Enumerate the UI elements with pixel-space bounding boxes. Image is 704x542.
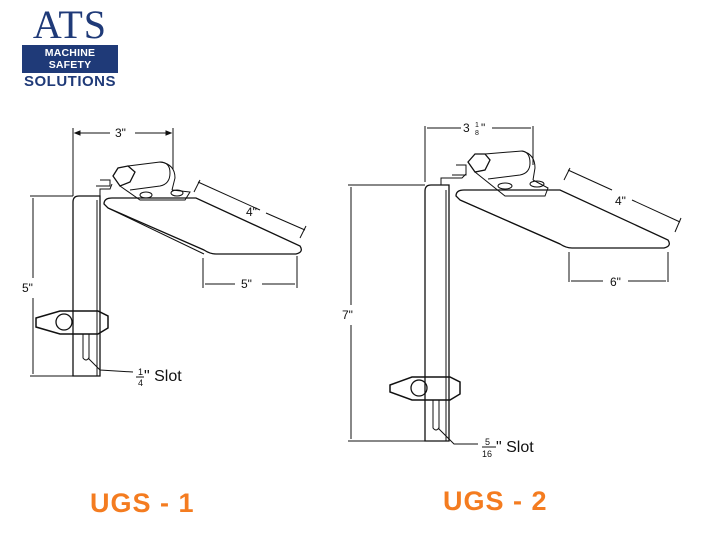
ugs2-top-width-whole: 3: [463, 121, 470, 135]
ugs1-top-width: 3": [115, 126, 126, 140]
ugs1-slot-den: 4: [138, 378, 143, 388]
logo-subtitle: SOLUTIONS: [23, 73, 116, 90]
model-label-ugs1: UGS - 1: [90, 488, 195, 518]
ugs1-bracket: [30, 128, 307, 377]
logo-band: MACHINE SAFETY: [22, 45, 118, 73]
ugs2-top-width-mark: ": [481, 121, 485, 135]
ugs2-bracket: [348, 126, 682, 445]
ugs1-plate-length: 4": [246, 205, 257, 219]
model-label-ugs2: UGS - 2: [443, 486, 548, 516]
ugs2-height: 7": [342, 308, 353, 322]
ugs2-slot-label: " Slot: [496, 439, 534, 456]
ugs2-plate-length: 4": [615, 194, 626, 208]
ugs2-slot-num: 5: [485, 437, 490, 447]
ugs1-plate-horizontal: 5": [241, 277, 252, 291]
ugs2-plate-horizontal: 6": [610, 275, 621, 289]
ugs2-slot-den: 16: [482, 449, 492, 459]
ats-logo: ATS MACHINE SAFETY SOLUTIONS: [22, 2, 118, 90]
ugs2-top-width-den: 8: [475, 130, 479, 137]
ugs2-top-width-num: 1: [475, 122, 479, 129]
ugs1-slot-num: 1: [138, 367, 143, 377]
logo-title: ATS: [32, 2, 108, 47]
ugs1-slot-label: " Slot: [144, 368, 182, 385]
ugs1-height: 5": [22, 281, 33, 295]
